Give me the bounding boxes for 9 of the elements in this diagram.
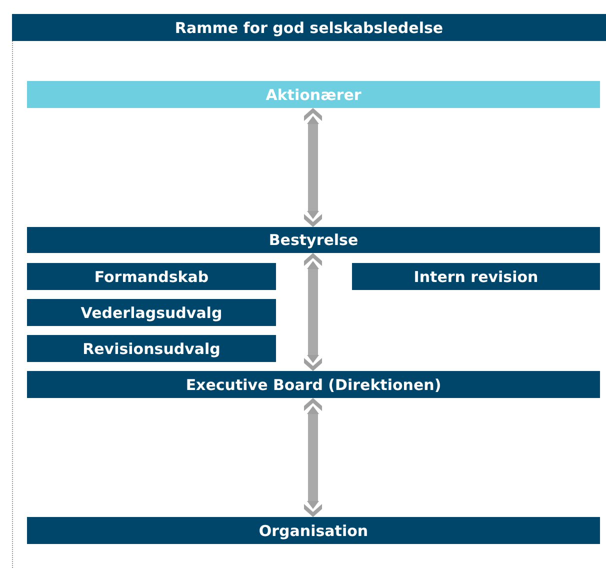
org-box: Intern revision xyxy=(352,263,600,290)
org-box: Revisionsudvalg xyxy=(27,335,276,362)
org-box: Vederlagsudvalg xyxy=(27,299,276,326)
org-box: Executive Board (Direktionen) xyxy=(27,371,600,398)
org-box: Organisation xyxy=(27,517,600,544)
org-box: Bestyrelse xyxy=(27,227,600,253)
title-bar: Ramme for god selskabsledelse xyxy=(12,14,606,41)
org-box: Aktionærer xyxy=(27,81,600,108)
org-box: Formandskab xyxy=(27,263,276,290)
